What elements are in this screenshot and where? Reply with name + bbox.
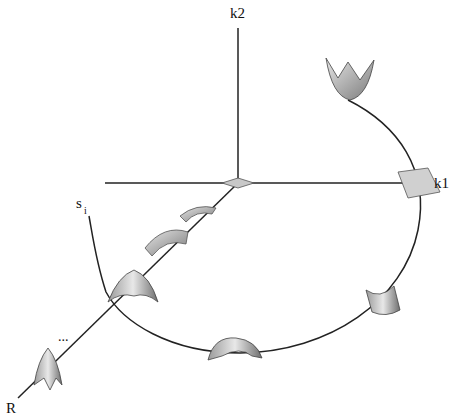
- k2-axis: [237, 28, 239, 183]
- cap-patch: [145, 230, 188, 256]
- k1-axis: [105, 182, 428, 184]
- saddle-patch: [366, 286, 400, 315]
- dome-patch: [108, 270, 158, 302]
- rut-patch: [398, 168, 440, 198]
- axis-label: k2: [230, 6, 245, 21]
- ridge-patch: [208, 338, 262, 360]
- ray-label: R: [6, 401, 16, 416]
- shape-index-curve: [89, 100, 421, 353]
- curve-label: s: [76, 196, 82, 211]
- cup-patch: [326, 58, 374, 100]
- curve-label-subscript: i: [84, 206, 87, 216]
- continuation-dots: ...: [58, 330, 69, 344]
- curvedness-ray: [18, 183, 238, 398]
- sharp-cap-patch: [34, 348, 62, 390]
- axis-label: k1: [434, 176, 449, 191]
- weak-cap-patch: [180, 207, 216, 222]
- plane-patch: [222, 178, 254, 188]
